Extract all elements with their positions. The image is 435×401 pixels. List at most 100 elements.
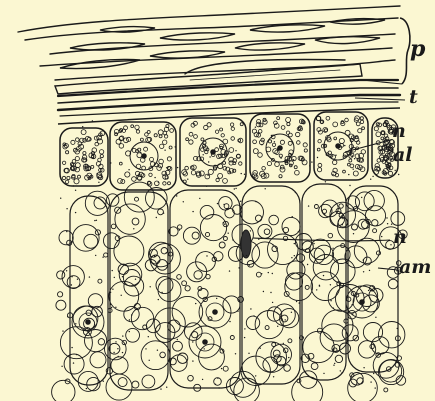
- aleurone-granule: [304, 149, 307, 152]
- stipple-dot: [183, 201, 184, 202]
- aleurone-granule: [253, 140, 257, 144]
- aleurone-granule: [168, 182, 171, 185]
- starch-grain: [160, 352, 166, 358]
- aleurone-granule: [229, 148, 234, 153]
- aleurone-granule: [360, 117, 363, 120]
- stipple-dot: [273, 376, 274, 377]
- aleurone-granule: [348, 163, 351, 166]
- starch-grain: [58, 292, 63, 297]
- aleurone-granule: [164, 135, 167, 138]
- starch-grain: [303, 331, 334, 362]
- stipple-dot: [157, 350, 158, 351]
- aleurone-granule: [119, 162, 122, 165]
- nucleolus: [278, 146, 282, 150]
- stipple-dot: [353, 169, 354, 170]
- aleurone-granule: [80, 138, 84, 142]
- stipple-dot: [363, 271, 364, 272]
- stipple-dot: [176, 195, 177, 196]
- starch-grain: [111, 224, 116, 229]
- stipple-dot: [217, 203, 218, 204]
- starch-grain: [347, 297, 351, 301]
- stipple-dot: [206, 186, 207, 187]
- aleurone-granule: [377, 159, 381, 163]
- stipple-dot: [164, 150, 165, 151]
- stipple-dot: [71, 242, 72, 243]
- aleurone-granule: [303, 143, 307, 147]
- aleurone-granule: [287, 123, 290, 126]
- stipple-dot: [66, 270, 67, 271]
- starch-grain: [230, 336, 234, 340]
- stipple-dot: [348, 281, 349, 282]
- stipple-dot: [308, 205, 309, 206]
- starch-grain: [196, 252, 216, 272]
- stipple-dot: [260, 348, 261, 349]
- stipple-dot: [389, 144, 390, 145]
- stipple-dot: [277, 326, 278, 327]
- stipple-dot: [98, 182, 99, 183]
- starch-grain: [98, 279, 102, 283]
- aleurone-granule: [252, 129, 256, 133]
- starch-grain: [200, 205, 214, 219]
- stipple-dot: [209, 156, 210, 157]
- stipple-dot: [149, 360, 150, 361]
- aleurone-granule: [118, 179, 123, 184]
- label-am: am: [399, 258, 431, 277]
- aleurone-granule: [349, 159, 352, 162]
- stipple-dot: [95, 255, 96, 256]
- stipple-dot: [224, 224, 225, 225]
- stipple-dot: [398, 174, 399, 175]
- stipple-dot: [66, 231, 67, 232]
- stipple-dot: [352, 324, 353, 325]
- aleurone-granule: [231, 137, 235, 141]
- aleurone-granule: [74, 179, 79, 184]
- starch-grain: [90, 352, 106, 368]
- stipple-dot: [97, 173, 98, 174]
- aleurone-granule: [374, 169, 379, 174]
- stipple-dot: [75, 323, 76, 324]
- starch-grain: [388, 279, 398, 289]
- stipple-dot: [386, 217, 387, 218]
- aleurone-granule: [158, 130, 163, 135]
- stipple-dot: [372, 176, 373, 177]
- stipple-dot: [234, 188, 235, 189]
- aleurone-granule: [361, 150, 365, 154]
- starch-grain: [98, 339, 104, 345]
- aleurone-granule: [135, 125, 139, 129]
- aleurone-granule: [67, 176, 70, 179]
- stipple-dot: [349, 185, 350, 186]
- stipple-dot: [330, 300, 331, 301]
- starch-grain: [328, 233, 333, 238]
- stipple-dot: [129, 331, 130, 332]
- aleurone-granule: [343, 153, 347, 157]
- stipple-dot: [154, 177, 155, 178]
- stipple-dot: [199, 198, 200, 199]
- stipple-dot: [154, 255, 155, 256]
- stipple-dot: [112, 289, 113, 290]
- aleurone-granule: [358, 129, 362, 133]
- stipple-dot: [237, 311, 238, 312]
- stipple-dot: [363, 259, 364, 260]
- stipple-dot: [166, 387, 167, 388]
- stipple-dot: [235, 353, 236, 354]
- stipple-dot: [161, 292, 162, 293]
- aleurone-granule: [96, 162, 100, 166]
- stipple-dot: [370, 381, 371, 382]
- aleurone-granule: [99, 150, 103, 154]
- stipple-dot: [223, 204, 224, 205]
- stipple-dot: [340, 370, 341, 371]
- starch-grain: [311, 363, 318, 370]
- stipple-dot: [352, 304, 353, 305]
- stipple-dot: [177, 339, 178, 340]
- starch-grain: [283, 236, 287, 240]
- stipple-dot: [324, 214, 325, 215]
- stipple-dot: [255, 201, 256, 202]
- aleurone-granule: [140, 138, 143, 141]
- stipple-dot: [145, 348, 146, 349]
- stipple-dot: [235, 188, 236, 189]
- stipple-dot: [313, 243, 314, 244]
- stipple-dot: [368, 290, 369, 291]
- stipple-dot: [261, 144, 262, 145]
- aleurone-granule: [81, 130, 86, 135]
- stipple-dot: [291, 312, 292, 313]
